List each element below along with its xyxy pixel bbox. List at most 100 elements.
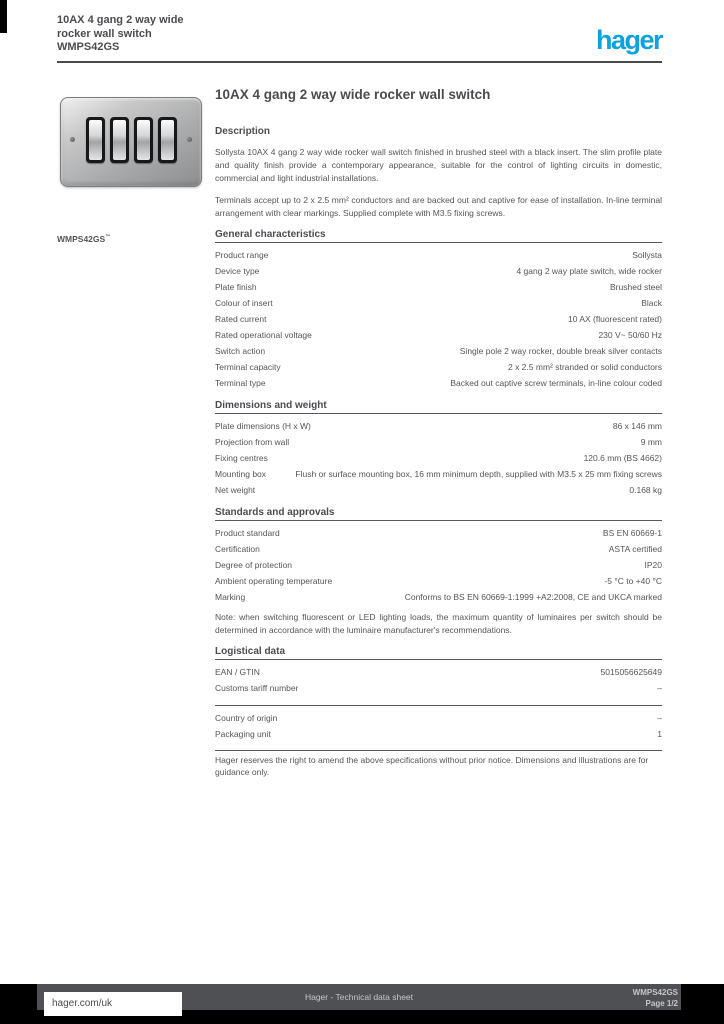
section-heading: Standards and approvals [215, 507, 335, 518]
attribute-label: Colour of insert [215, 298, 273, 308]
main-content: 10AX 4 gang 2 way wide rocker wall switc… [215, 87, 662, 778]
section-divider [215, 659, 662, 660]
section-heading: Logistical data [215, 646, 286, 657]
rocker-switch [85, 117, 105, 163]
side-reference-label: WMPS42GS™ [57, 234, 110, 244]
attribute-label: Product range [215, 250, 269, 260]
footer-page-number: Page 1/2 [645, 999, 678, 1008]
screw-icon [187, 137, 192, 142]
attribute-value: BS EN 60669-1 [602, 528, 662, 538]
attribute-value: IP20 [644, 560, 663, 570]
footer-site-link[interactable]: hager.com/uk [44, 992, 182, 1016]
attribute-row: Colour of insert Black [215, 295, 662, 311]
attribute-label: Plate finish [215, 282, 257, 292]
attribute-label: Marking [215, 592, 246, 602]
attribute-value: 120.6 mm (BS 4662) [583, 453, 662, 463]
attribute-label: Rated current [215, 314, 267, 324]
attribute-label: Country of origin [215, 713, 278, 723]
description-paragraph-2: Terminals accept up to 2 x 2.5 mm² condu… [215, 195, 662, 218]
footer-center-text: Hager - Technical data sheet [304, 992, 414, 1002]
section-heading: General characteristics [215, 229, 326, 240]
footnote-divider [215, 750, 662, 751]
attribute-value: Conforms to BS EN 60669-1:1999 +A2:2008,… [404, 592, 662, 602]
attribute-row: Projection from wall 9 mm [215, 434, 662, 450]
attribute-value: – [657, 713, 662, 723]
rocker-switch-group [61, 117, 201, 163]
attribute-label: Degree of protection [215, 560, 293, 570]
attribute-value: ASTA certified [608, 544, 662, 554]
attribute-row: Customs tariff number– [215, 680, 662, 696]
attribute-value: -5 °C to +40 °C [604, 576, 662, 586]
attribute-value: 10 AX (fluorescent rated) [567, 314, 662, 324]
attribute-label: Switch action [215, 346, 266, 356]
footer-page-info-ref: WMPS42GS [632, 988, 678, 997]
attribute-value: 86 x 146 mm [612, 421, 662, 431]
attribute-label: Mounting box [215, 469, 267, 479]
attribute-row: Certification ASTA certified [215, 541, 662, 557]
attribute-row: Rated current 10 AX (fluorescent rated) [215, 311, 662, 327]
rocker-face [160, 120, 174, 160]
rocker-face [136, 120, 150, 160]
section-heading: Dimensions and weight [215, 400, 327, 411]
attribute-value: 5015056625649 [600, 667, 662, 677]
rocker-face [112, 120, 126, 160]
attribute-label: Net weight [215, 485, 256, 495]
section-divider [215, 705, 662, 706]
attribute-value: Flush or surface mounting box, 16 mm min… [295, 469, 662, 479]
attribute-value: Brushed steel [610, 282, 662, 292]
attribute-row: Product range Sollysta [215, 247, 662, 263]
attribute-label: Projection from wall [215, 437, 290, 447]
attribute-label: Fixing centres [215, 453, 268, 463]
attribute-row: Degree of protection IP20 [215, 557, 662, 573]
attribute-value: 4 gang 2 way plate switch, wide rocker [516, 266, 662, 276]
attribute-row: Ambient operating temperature-5 °C to +4… [215, 573, 662, 589]
attribute-row: Country of origin – [215, 710, 662, 726]
rocker-switch [157, 117, 177, 163]
footer-page-info: WMPS42GS Page 1/2 [588, 987, 678, 1009]
attribute-value: 230 V~ 50/60 Hz [598, 330, 662, 340]
attribute-value: 9 mm [640, 437, 662, 447]
attribute-label: Rated operational voltage [215, 330, 312, 340]
description-paragraph-1: Sollysta 10AX 4 gang 2 way wide rocker w… [215, 147, 662, 183]
trademark-mark: ™ [105, 234, 111, 240]
page-corner-mark [0, 0, 7, 33]
section-divider [215, 413, 662, 414]
hager-logo: hager [595, 25, 664, 55]
attribute-value: 0.168 kg [629, 485, 662, 495]
attribute-row: Switch action Single pole 2 way rocker, d… [215, 343, 662, 359]
attribute-value: Black [641, 298, 662, 308]
page-title: 10AX 4 gang 2 way wide rocker wall switc… [215, 87, 491, 102]
header-reference: WMPS42GS [57, 41, 120, 53]
description-heading: Description [215, 126, 271, 137]
attribute-row: Fixing centres 120.6 mm (BS 4662) [215, 450, 662, 466]
attribute-row: Device type 4 gang 2 way plate switch, wi… [215, 263, 662, 279]
rocker-switch [133, 117, 153, 163]
attribute-value: Single pole 2 way rocker, double break s… [459, 346, 662, 356]
attribute-row: Net weight 0.168 kg [215, 482, 662, 498]
attribute-label: EAN / GTIN [215, 667, 260, 677]
attribute-row: Rated operational voltage 230 V~ 50/60 Hz [215, 327, 662, 343]
product-photo [60, 97, 202, 187]
attribute-value: Backed out captive screw terminals, in-l… [450, 378, 662, 388]
section-note: Note: when switching fluorescent or LED … [215, 612, 662, 635]
section-divider [215, 520, 662, 521]
attribute-label: Certification [215, 544, 260, 554]
attribute-label: Plate dimensions (H x W) [215, 421, 311, 431]
attribute-label: Terminal capacity [215, 362, 281, 372]
side-reference-code: WMPS42GS [57, 234, 106, 244]
attribute-row: Mounting box Flush or surface mounting bo… [215, 466, 662, 482]
attribute-label: Packaging unit [215, 729, 271, 739]
attribute-label: Device type [215, 266, 260, 276]
header-product-designation: 10AX 4 gang 2 way wide rocker wall switc… [57, 14, 477, 55]
section-divider [215, 242, 662, 243]
attribute-value: Sollysta [632, 250, 662, 260]
footnote-text: Hager reserves the right to amend the ab… [215, 755, 649, 777]
attribute-row: Plate dimensions (H x W) 86 x 146 mm [215, 418, 662, 434]
